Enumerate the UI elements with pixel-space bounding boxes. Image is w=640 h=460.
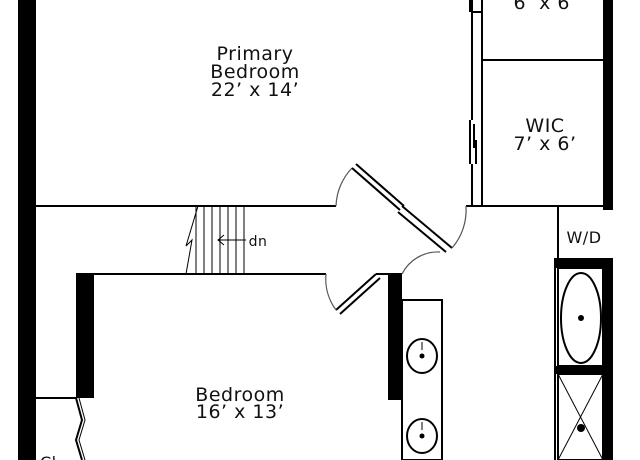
bedroom-door (325, 251, 441, 315)
bedroom-left-wall (76, 274, 94, 398)
primary-bedroom-label-line2: Bedroom (210, 61, 299, 83)
laundry-label: W/D (566, 228, 601, 247)
wic-door (469, 120, 477, 164)
bedroom-label: Bedroom (195, 384, 284, 406)
primary-bedroom-door (335, 163, 405, 211)
closet-door (74, 397, 86, 460)
right-exterior-wall-upper (603, 0, 613, 210)
bath-wall-middle (555, 366, 607, 374)
bath-wall-upper (555, 258, 607, 268)
primary-bedroom-label: Primary (217, 43, 294, 65)
left-exterior-wall (18, 0, 36, 460)
closet-label: Cl (40, 453, 57, 460)
bathtub (557, 267, 604, 367)
bath-wall-side (603, 258, 613, 460)
vanity-counter (401, 299, 443, 460)
sink-upper (406, 338, 438, 374)
wic-size: 7’ x 6’ (513, 133, 576, 155)
bedroom-right-wall (388, 274, 402, 400)
bath-door (397, 205, 467, 253)
stairs-label: dn (249, 234, 268, 250)
primary-bedroom-size: 22’ x 14’ (211, 79, 299, 101)
sink-lower (406, 418, 438, 454)
shower (557, 373, 604, 460)
wic-label: WIC (525, 115, 564, 137)
stair-direction-arrow (217, 234, 246, 246)
bedroom-size: 16’ x 13’ (196, 401, 284, 423)
top-room-size: 6’ x 6’ (513, 0, 576, 14)
